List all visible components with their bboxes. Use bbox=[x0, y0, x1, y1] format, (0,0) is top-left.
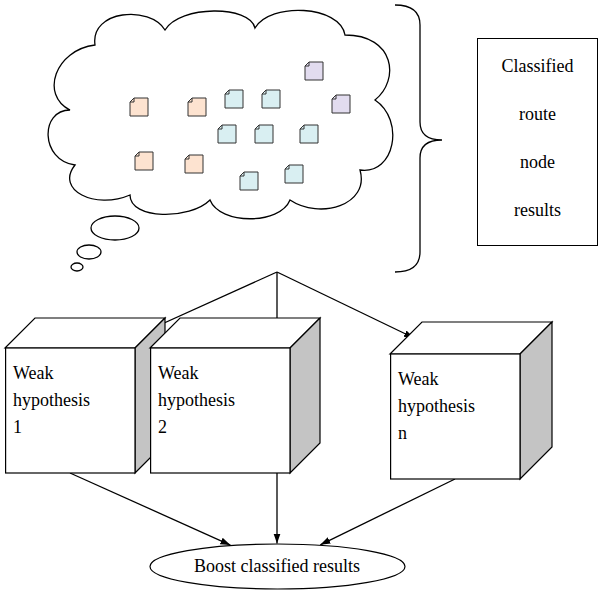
square-fold bbox=[300, 125, 304, 129]
flow-arrow bbox=[276, 473, 277, 544]
square-fold bbox=[188, 98, 192, 102]
square-fold bbox=[255, 125, 259, 129]
data-square bbox=[300, 125, 318, 143]
node-label: Weak hypothesis 1 bbox=[13, 360, 90, 441]
data-square bbox=[332, 95, 350, 113]
weak-hypothesis-box: Weak hypothesis n bbox=[390, 322, 552, 479]
thought-bubble bbox=[71, 263, 83, 271]
node-label: Boost classified results bbox=[194, 556, 360, 577]
square-fold bbox=[285, 165, 289, 169]
flow-arrow bbox=[320, 479, 455, 545]
weak-hypothesis-box: Weak hypothesis 2 bbox=[150, 318, 320, 473]
data-square bbox=[255, 125, 273, 143]
data-square bbox=[262, 90, 280, 108]
boost-result-ellipse: Boost classified results bbox=[149, 543, 406, 590]
data-square bbox=[218, 125, 236, 143]
data-square bbox=[285, 165, 303, 183]
data-square bbox=[188, 98, 206, 116]
data-squares bbox=[130, 62, 350, 190]
curly-brace bbox=[395, 5, 442, 272]
thought-bubble bbox=[77, 245, 101, 259]
thought-bubble bbox=[91, 216, 139, 240]
square-fold bbox=[332, 95, 336, 99]
weak-hypothesis-box: Weak hypothesis 1 bbox=[5, 318, 165, 473]
square-fold bbox=[218, 125, 222, 129]
thought-cloud bbox=[48, 10, 393, 218]
square-fold bbox=[305, 62, 309, 66]
square-fold bbox=[225, 90, 229, 94]
square-fold bbox=[240, 172, 244, 176]
data-square bbox=[225, 90, 243, 108]
node-label: Classified route node results bbox=[502, 39, 574, 234]
square-fold bbox=[135, 152, 139, 156]
node-label: Weak hypothesis 2 bbox=[158, 360, 235, 441]
data-square bbox=[130, 98, 148, 116]
data-square bbox=[305, 62, 323, 80]
square-fold bbox=[185, 155, 189, 159]
square-fold bbox=[130, 98, 134, 102]
square-fold bbox=[262, 90, 266, 94]
data-square bbox=[185, 155, 203, 173]
flow-arrow bbox=[70, 473, 230, 545]
classified-results-box: Classified route node results bbox=[477, 38, 598, 246]
data-square bbox=[240, 172, 258, 190]
data-square bbox=[135, 152, 153, 170]
node-label: Weak hypothesis n bbox=[398, 366, 475, 447]
